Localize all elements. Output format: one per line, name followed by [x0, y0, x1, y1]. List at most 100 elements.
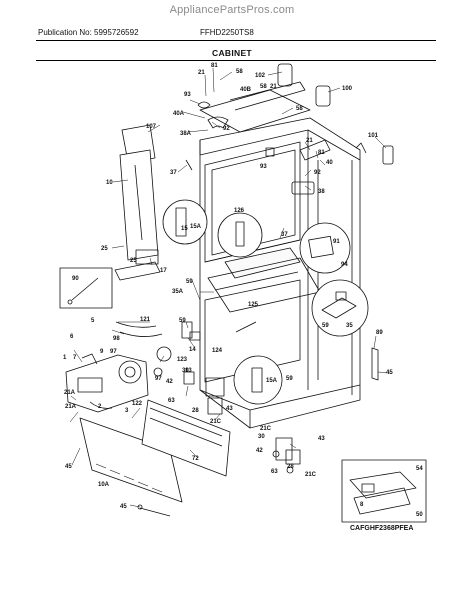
- part-labels: 21 81 58 102 100 93 40B 58 21 58 40A 38A…: [63, 63, 423, 518]
- part-label: 5: [91, 318, 95, 324]
- part-label: 59: [186, 279, 193, 285]
- part-label: 59: [286, 376, 293, 382]
- part-label: 102: [255, 73, 266, 79]
- part-label: 58: [236, 69, 243, 75]
- part-label: 10: [106, 180, 113, 186]
- part-label: 101: [368, 133, 379, 139]
- part-label: 9: [100, 349, 104, 355]
- part-label: 3: [125, 408, 129, 414]
- part-label: 63: [271, 469, 278, 475]
- part-label: 38: [318, 189, 325, 195]
- part-label: 124: [212, 348, 223, 354]
- part-label: 121: [140, 317, 151, 323]
- part-label: 81: [211, 63, 218, 69]
- model-number: FFHD2250TS8: [200, 28, 254, 37]
- part-label: 97: [155, 376, 162, 382]
- header-rule-top: [36, 40, 436, 41]
- part-label: 98: [113, 336, 120, 342]
- inset-bottom-right: [341, 459, 427, 523]
- top-assembly: [185, 63, 394, 195]
- part-label: 92: [223, 126, 230, 132]
- part-label: 28: [287, 464, 294, 470]
- part-label: 125: [248, 302, 259, 308]
- part-label: 21: [198, 70, 205, 76]
- part-label: 25: [130, 258, 137, 264]
- diagram-caption: CAFGHF2368PFEA: [350, 525, 414, 532]
- part-label: 2: [98, 404, 102, 410]
- part-label: 21: [306, 138, 313, 144]
- part-label: 43: [226, 406, 233, 412]
- part-label: 35A: [172, 289, 184, 295]
- part-label: 91: [333, 239, 340, 245]
- part-label: 35: [346, 323, 353, 329]
- part-label: 8: [360, 502, 364, 508]
- part-label: 90: [72, 276, 79, 282]
- part-label: 100: [342, 86, 353, 92]
- part-label: 1: [63, 355, 67, 361]
- part-label: 17: [160, 268, 167, 274]
- part-label: 42: [256, 448, 263, 454]
- part-label: 126: [234, 208, 245, 214]
- part-label: 37: [281, 232, 288, 238]
- part-label: 13: [185, 368, 192, 374]
- part-label: 21C: [305, 472, 317, 478]
- side-panel: [114, 124, 161, 281]
- part-label: 122: [132, 401, 143, 407]
- part-label: 93: [260, 164, 267, 170]
- part-label: 30: [258, 434, 265, 440]
- header-rule-bottom: [36, 60, 436, 61]
- part-label: 28: [192, 408, 199, 414]
- part-label: 58: [260, 84, 267, 90]
- mechanism-assembly: [65, 353, 149, 413]
- part-label: 93: [184, 92, 191, 98]
- part-label: 50: [416, 512, 423, 518]
- part-label: 81: [318, 150, 325, 156]
- part-label: 6: [70, 334, 74, 340]
- part-label: 40: [326, 160, 333, 166]
- part-label: 107: [146, 124, 157, 130]
- part-label: 45: [120, 504, 127, 510]
- part-label: 40A: [173, 111, 185, 117]
- part-label: 94: [341, 262, 348, 268]
- part-label: 7: [73, 355, 77, 361]
- cabinet-body: [199, 117, 361, 429]
- part-label: 59: [179, 318, 186, 324]
- part-label: 89: [376, 330, 383, 336]
- right-hardware: [272, 347, 379, 474]
- part-label: 21A: [65, 404, 77, 410]
- leader-lines: [69, 67, 391, 508]
- part-label: 42: [166, 379, 173, 385]
- section-title: CABINET: [212, 48, 252, 58]
- part-label: 58: [296, 106, 303, 112]
- part-label: 15A: [266, 378, 278, 384]
- part-label: 54: [416, 466, 423, 472]
- part-label: 30: [182, 368, 189, 374]
- part-label: 21: [270, 84, 277, 90]
- part-label: 123: [177, 357, 188, 363]
- part-label: 72: [192, 456, 199, 462]
- lower-panels: [79, 399, 231, 517]
- publication-number: Publication No: 5995726592: [38, 28, 139, 37]
- part-label: 59: [322, 323, 329, 329]
- site-watermark: AppliancePartsPros.com: [169, 4, 295, 16]
- part-label: 21A: [64, 390, 76, 396]
- part-label: 15: [181, 226, 188, 232]
- part-label: 37: [170, 170, 177, 176]
- part-label: 45: [65, 464, 72, 470]
- inset-90: [59, 267, 113, 309]
- part-label: 92: [314, 170, 321, 176]
- part-label: 15A: [190, 224, 202, 230]
- part-label: 14: [189, 347, 196, 353]
- part-label: 38A: [180, 131, 192, 137]
- part-label: 21C: [210, 419, 222, 425]
- part-label: 45: [386, 370, 393, 376]
- part-label: 25: [101, 246, 108, 252]
- detail-callouts: [162, 142, 369, 405]
- part-label: 21C: [260, 426, 272, 432]
- part-label: 43: [318, 436, 325, 442]
- hinge-hardware: [115, 321, 257, 415]
- part-label: 97: [110, 349, 117, 355]
- part-label: 63: [168, 398, 175, 404]
- part-label: 40B: [240, 87, 252, 93]
